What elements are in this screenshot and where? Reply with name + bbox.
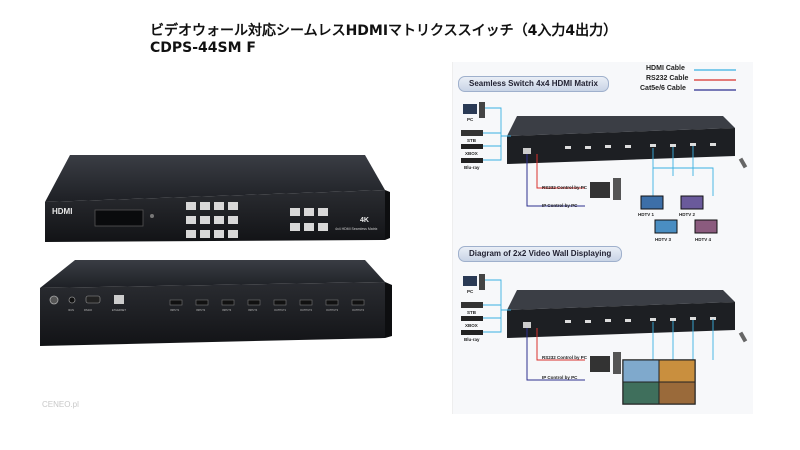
d2-ip-control: IP Control by PC (542, 375, 578, 380)
d1-source-pc: PC (467, 117, 474, 122)
d1-source-xbox: XBOX (465, 151, 478, 156)
model-caption: 4x4 HDMI Seamless Matrix (335, 227, 378, 231)
port-label-input2: INPUT2 (196, 308, 206, 312)
diagram1-illustration (461, 102, 748, 234)
d1-display-hdtv2: HDTV 2 (679, 212, 696, 217)
d2-source-pc: PC (467, 289, 474, 294)
legend-hdmi: HDMI Cable (646, 65, 685, 72)
watermark: CENEO.pl (42, 400, 79, 409)
port-label-input1: INPUT1 (170, 308, 180, 312)
port-label-ir-in: IR-IN (68, 308, 74, 312)
d2-rs232-control: RS232 Control by PC (542, 355, 588, 360)
port-label-ethernet: ETHERNET (112, 308, 126, 312)
d1-source-bluray: Blu-ray (464, 165, 480, 170)
d1-display-hdtv1: HDTV 1 (638, 212, 655, 217)
d1-ip-control: IP Control by PC (542, 203, 578, 208)
d1-display-hdtv3: HDTV 3 (655, 237, 672, 242)
legend-rs232: RS232 Cable (646, 75, 689, 82)
legend-cat5: Cat5e/6 Cable (640, 85, 686, 92)
d1-rs232-control: RS232 Control by PC (542, 185, 588, 190)
brand-logo: HDMI (52, 207, 72, 216)
port-label-input4: INPUT4 (248, 308, 258, 312)
d2-source-bluray: Blu-ray (464, 337, 480, 342)
port-label-rs232: RS232 (84, 308, 92, 312)
model-number: CDPS-44SM F (150, 40, 256, 56)
diagram2-illustration (461, 274, 748, 405)
port-label-output1: OUTPUT1 (274, 308, 287, 312)
d2-source-stb: STB (467, 310, 476, 315)
front-panel-unit (45, 155, 390, 242)
port-label-input3: INPUT3 (222, 308, 232, 312)
d1-display-hdtv4: HDTV 4 (695, 237, 712, 242)
page-title: ビデオウォール対応シームレスHDMIマトリクススイッチ（4入力4出力） (150, 23, 618, 39)
legend-lines (694, 69, 736, 91)
d2-source-xbox: XBOX (465, 323, 478, 328)
port-label-output2: OUTPUT2 (300, 308, 313, 312)
rear-panel-unit (40, 260, 392, 346)
port-label-output4: OUTPUT4 (352, 308, 365, 312)
diagram1-banner: Seamless Switch 4x4 HDMI Matrix (458, 76, 609, 92)
port-label-output3: OUTPUT3 (326, 308, 339, 312)
product-photo: HDMI 4K 4x4 HDMI Seamless Matrix RS232 I… (40, 155, 392, 346)
resolution-badge: 4K (360, 217, 369, 224)
d1-source-stb: STB (467, 138, 476, 143)
diagram2-banner: Diagram of 2x2 Video Wall Displaying (458, 246, 623, 262)
